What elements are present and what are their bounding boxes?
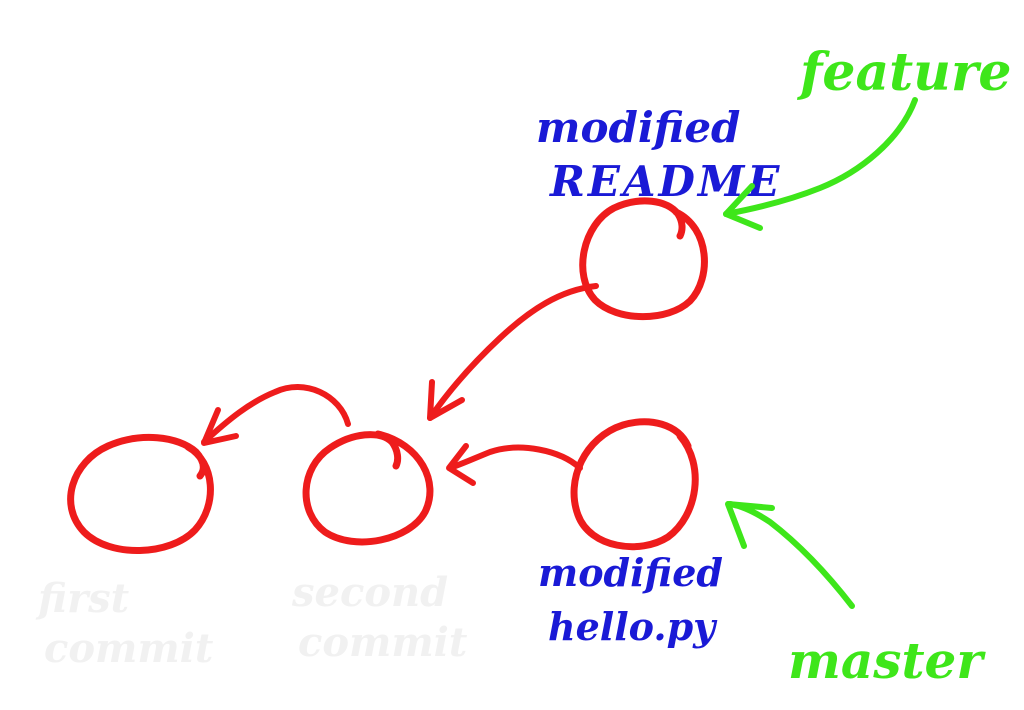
arrowhead-feature-branch [723, 183, 763, 231]
arrow-feature-to-second [427, 283, 599, 421]
master-branch-label: master [788, 631, 986, 690]
first-commit-label: first commit [35, 575, 214, 672]
svg-text:modified: modified [538, 550, 723, 595]
arrowhead-master-to-second [446, 443, 476, 486]
master-commit-message: modified hello.py [538, 550, 723, 649]
master-commit-node [570, 418, 699, 551]
first-commit-node [67, 433, 214, 554]
arrow-feature-branch [723, 97, 918, 217]
arrowhead-feature-to-second [427, 379, 465, 421]
svg-text:second: second [291, 569, 448, 616]
svg-text:modified: modified [536, 103, 740, 152]
svg-text:commit: commit [298, 619, 468, 666]
arrow-master-branch [727, 501, 855, 609]
feature-branch-label: feature [796, 42, 1011, 103]
svg-text:README: README [549, 157, 782, 206]
second-commit-node [302, 430, 434, 546]
arrowhead-master-branch [725, 501, 775, 549]
svg-text:first: first [35, 575, 130, 622]
svg-text:hello.py: hello.py [548, 604, 718, 649]
feature-commit-node [579, 197, 708, 321]
arrow-master-to-second [447, 444, 583, 471]
second-commit-label: second commit [291, 569, 468, 666]
svg-text:commit: commit [44, 625, 214, 672]
arrow-second-to-first [201, 384, 351, 445]
arrowhead-second-to-first [201, 407, 239, 446]
